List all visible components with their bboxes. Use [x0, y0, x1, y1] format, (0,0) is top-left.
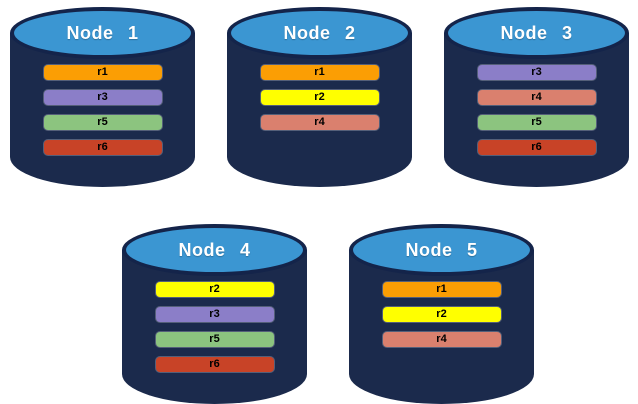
- cylinder-cap: Node 1: [10, 7, 195, 59]
- replica-bar: r2: [260, 90, 379, 105]
- replica-bar: r1: [43, 65, 162, 80]
- node-cylinder: Node 2 r1 r2 r4: [227, 7, 412, 187]
- replica-bar: r2: [382, 307, 501, 322]
- cylinder-cap: Node 4: [122, 224, 307, 276]
- replica-bar: r5: [477, 115, 596, 130]
- replica-label: r6: [209, 358, 220, 370]
- replica-label: r5: [97, 116, 108, 128]
- replica-label: r3: [531, 66, 542, 78]
- replica-bar-stack: r1 r2 r4: [227, 65, 412, 130]
- node-title: Node 4: [178, 239, 251, 260]
- replica-label: r5: [209, 333, 220, 345]
- replica-label: r1: [436, 283, 447, 295]
- node-title: Node 1: [66, 22, 139, 43]
- replica-label: r1: [97, 66, 108, 78]
- replica-bar-stack: r1 r3 r5 r6: [10, 65, 195, 155]
- replica-bar: r3: [155, 307, 274, 322]
- replica-bar: r5: [155, 332, 274, 347]
- replica-bar: r6: [43, 140, 162, 155]
- cylinder-cap: Node 5: [349, 224, 534, 276]
- replica-label: r5: [531, 116, 542, 128]
- replica-bar: r1: [382, 282, 501, 297]
- node-title: Node 5: [405, 239, 478, 260]
- replica-label: r4: [531, 91, 542, 103]
- node-title: Node 3: [500, 22, 573, 43]
- replica-label: r1: [314, 66, 325, 78]
- replica-bar: r6: [155, 357, 274, 372]
- replica-bar: r4: [382, 332, 501, 347]
- replica-bar: r2: [155, 282, 274, 297]
- replica-label: r6: [531, 141, 542, 153]
- replica-bar-stack: r3 r4 r5 r6: [444, 65, 629, 155]
- replica-bar-stack: r1 r2 r4: [349, 282, 534, 347]
- replica-label: r6: [97, 141, 108, 153]
- replica-bar-stack: r2 r3 r5 r6: [122, 282, 307, 372]
- node-cylinder: Node 1 r1 r3 r5 r6: [10, 7, 195, 187]
- replica-label: r3: [97, 91, 108, 103]
- node-cylinder: Node 5 r1 r2 r4: [349, 224, 534, 404]
- cylinder-cap: Node 2: [227, 7, 412, 59]
- replica-bar: r1: [260, 65, 379, 80]
- replica-bar: r6: [477, 140, 596, 155]
- replica-label: r2: [314, 91, 325, 103]
- cylinder-cap: Node 3: [444, 7, 629, 59]
- replica-label: r2: [436, 308, 447, 320]
- replica-bar: r3: [477, 65, 596, 80]
- node-cylinder: Node 4 r2 r3 r5 r6: [122, 224, 307, 404]
- replica-label: r4: [314, 116, 325, 128]
- replica-bar: r5: [43, 115, 162, 130]
- replica-bar: r3: [43, 90, 162, 105]
- replica-label: r2: [209, 283, 220, 295]
- replica-bar: r4: [260, 115, 379, 130]
- replica-label: r4: [436, 333, 447, 345]
- node-cylinder: Node 3 r3 r4 r5 r6: [444, 7, 629, 187]
- node-title: Node 2: [283, 22, 356, 43]
- replica-label: r3: [209, 308, 220, 320]
- replica-bar: r4: [477, 90, 596, 105]
